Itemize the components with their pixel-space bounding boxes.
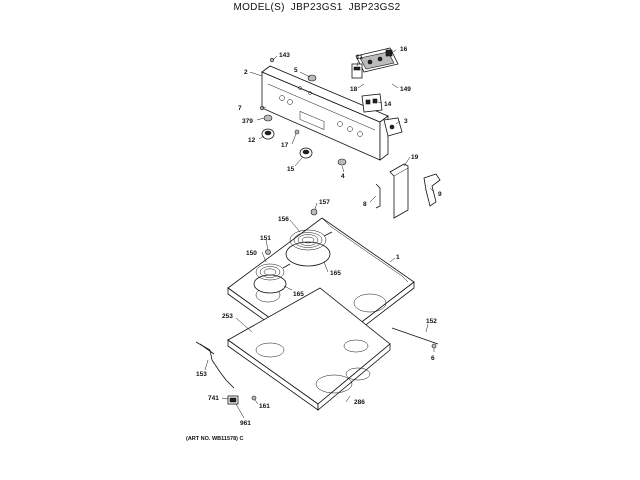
model-number-2: JBP23GS2 xyxy=(348,2,401,13)
wire-harness-153 xyxy=(195,341,235,389)
knob-379 xyxy=(263,114,273,122)
callout-labels: 143 16 2 5 11 18 149 7 14 379 3 12 17 15… xyxy=(196,46,442,427)
callout-9: 9 xyxy=(438,191,442,198)
large-coil-element xyxy=(285,229,333,267)
model-prefix: MODEL(S) xyxy=(233,2,285,13)
callout-1: 1 xyxy=(396,254,400,261)
callout-379: 379 xyxy=(242,118,253,125)
receptacle-151 xyxy=(265,249,271,255)
callout-286: 286 xyxy=(354,399,365,406)
callout-18: 18 xyxy=(350,86,358,93)
receptacle-157 xyxy=(310,208,318,216)
callout-161: 161 xyxy=(259,403,270,410)
bracket-19 xyxy=(389,163,409,219)
model-number-1: JBP23GS1 xyxy=(290,2,343,13)
switch-11 xyxy=(351,63,363,79)
callout-8: 8 xyxy=(363,201,367,208)
callout-165-small: 165 xyxy=(293,291,304,298)
screw-17 xyxy=(294,129,300,135)
screw-143 xyxy=(269,57,275,63)
control-panel xyxy=(261,65,389,161)
callout-4: 4 xyxy=(341,173,345,180)
callout-741: 741 xyxy=(208,395,219,402)
callout-961: 961 xyxy=(240,420,251,427)
terminal-block-741 xyxy=(227,395,239,405)
callout-15: 15 xyxy=(287,166,295,173)
knob-5 xyxy=(307,74,317,82)
burner-box xyxy=(227,287,391,411)
callout-6: 6 xyxy=(431,355,435,362)
callout-143: 143 xyxy=(279,52,290,59)
diagram-title: MODEL(S) JBP23GS1 JBP23GS2 xyxy=(0,2,640,13)
knob-15 xyxy=(299,147,313,159)
screw-161 xyxy=(251,395,257,401)
callout-149: 149 xyxy=(400,86,411,93)
infinite-switch xyxy=(361,93,383,113)
callout-14: 14 xyxy=(384,101,392,108)
callout-157: 157 xyxy=(319,199,330,206)
small-coil-element xyxy=(253,263,291,294)
callout-17: 17 xyxy=(281,142,289,149)
callout-5: 5 xyxy=(294,67,298,74)
callout-19: 19 xyxy=(411,154,419,161)
leader-lines xyxy=(204,49,435,419)
callout-253: 253 xyxy=(222,313,233,320)
callout-12: 12 xyxy=(248,137,256,144)
knob-4 xyxy=(337,158,347,166)
bracket-8 xyxy=(375,183,381,209)
callout-7: 7 xyxy=(238,105,242,112)
callout-151: 151 xyxy=(260,235,271,242)
callout-153: 153 xyxy=(196,371,207,378)
knob-12 xyxy=(261,128,275,140)
art-number: (ART NO. WB11578) C xyxy=(186,436,244,442)
callout-156: 156 xyxy=(278,216,289,223)
callout-11: 11 xyxy=(356,54,363,61)
callout-16: 16 xyxy=(400,46,408,53)
callout-152: 152 xyxy=(426,318,437,325)
callout-3: 3 xyxy=(404,118,408,125)
callout-150: 150 xyxy=(246,250,257,257)
rod-152 xyxy=(391,327,439,349)
callout-2: 2 xyxy=(244,69,248,76)
bracket-3 xyxy=(383,117,403,137)
callout-165-large: 165 xyxy=(330,270,341,277)
